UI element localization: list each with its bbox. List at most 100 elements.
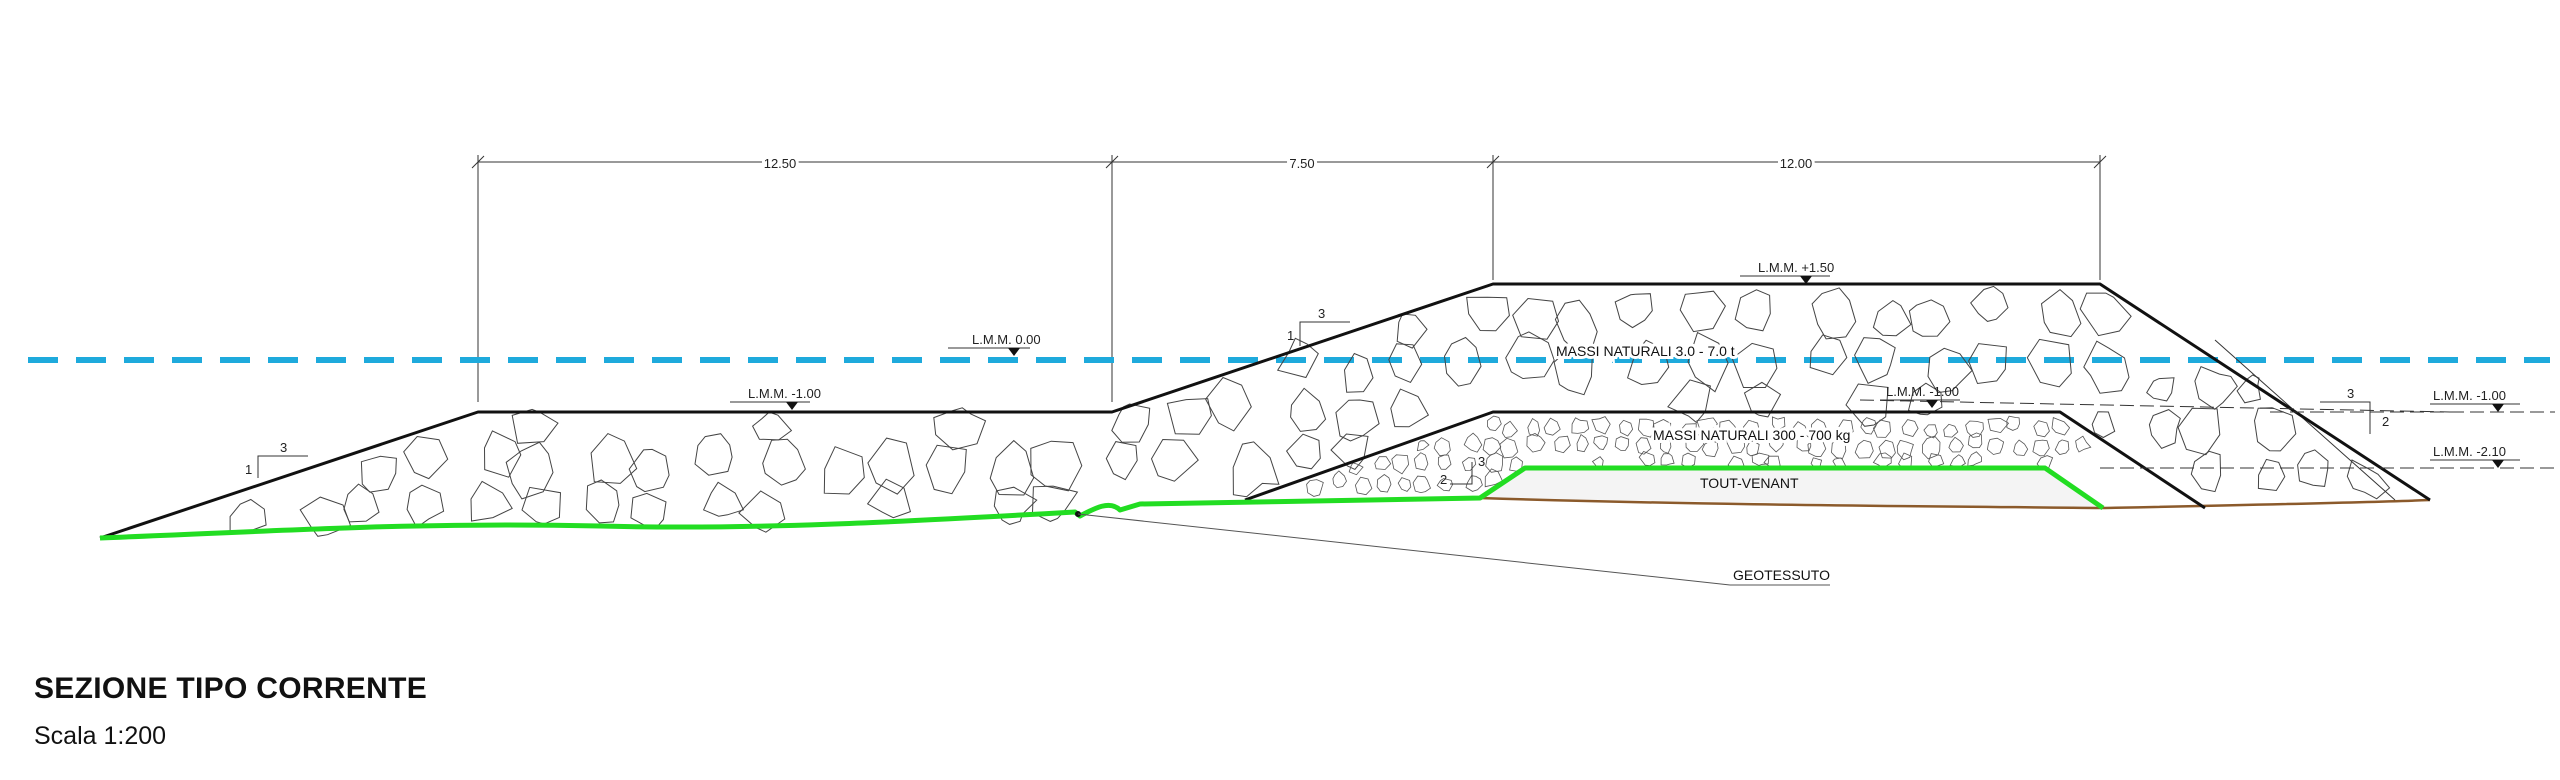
- armour-stone: [1388, 343, 1423, 384]
- filter-stone: [1948, 436, 1964, 453]
- filter-stone: [1696, 417, 1718, 432]
- slope-right-run: 3: [2347, 386, 2354, 401]
- armour-stone: [1872, 299, 1912, 337]
- filter-stone: [1433, 437, 1451, 457]
- armour-stone: [1150, 438, 1199, 482]
- level-marker-right-1: L.M.M. -1.00: [2270, 388, 2555, 413]
- armour-stone: [738, 490, 786, 533]
- armour-stone: [823, 446, 865, 495]
- filter-stone: [1412, 475, 1431, 494]
- filter-stone: [2032, 439, 2050, 457]
- svg-text:L.M.M. +1.50: L.M.M. +1.50: [1758, 260, 1834, 275]
- slope-indicator-inner: [1450, 462, 1473, 485]
- filter-stone: [1348, 462, 1364, 476]
- armour-stone: [1396, 313, 1428, 349]
- filter-stone: [2054, 439, 2070, 455]
- armour-stone: [751, 411, 793, 441]
- filter-stone: [2033, 420, 2050, 438]
- armour-stone: [2346, 459, 2391, 500]
- filter-stone: [1652, 419, 1672, 438]
- dimension-label-middle: 7.50: [1289, 156, 1314, 171]
- filter-stone: [1391, 454, 1410, 475]
- filter-stone: [1397, 477, 1412, 492]
- armour-stone: [1290, 387, 1327, 432]
- slope-left-rise: 1: [245, 462, 252, 477]
- core-area: [1480, 468, 2103, 508]
- armour-stone: [2040, 288, 2082, 338]
- armour-stone: [1687, 331, 1729, 393]
- armour-stone: [1667, 379, 1711, 424]
- filter-stone: [2006, 415, 2020, 431]
- armour-stone: [2146, 377, 2175, 402]
- armour-stone: [2177, 407, 2221, 456]
- filter-stone: [1986, 437, 2005, 455]
- level-marker-top: L.M.M. +1.50: [1740, 260, 1834, 284]
- slope-inner-run: 3: [1478, 454, 1485, 469]
- armour-stone: [1614, 293, 1653, 329]
- armour-stone: [406, 484, 445, 529]
- filter-stone: [1987, 418, 2010, 434]
- armour-stone: [933, 407, 987, 451]
- armour-stone: [521, 486, 562, 525]
- filter-stone: [1967, 451, 1982, 467]
- filter-stone: [1901, 419, 1919, 437]
- filter-stone: [1725, 433, 1746, 454]
- filter-stone: [1872, 419, 1891, 438]
- filter-stone: [1437, 454, 1452, 470]
- armour-stone: [1553, 345, 1593, 396]
- filter-stone: [1967, 432, 1983, 449]
- armour-stone: [1809, 334, 1848, 376]
- filter-stone: [1463, 432, 1483, 453]
- armour-stone: [2253, 407, 2297, 452]
- armour-stone: [1105, 441, 1138, 481]
- slope-indicator-left: [257, 455, 308, 478]
- filter-stone: [1413, 452, 1429, 471]
- filter-stone: [2013, 439, 2029, 456]
- filter-stone: [1763, 455, 1781, 468]
- slope-indicator-right: [2320, 401, 2371, 434]
- armour-stone: [2190, 450, 2222, 493]
- filter-stone: [1701, 440, 1719, 458]
- filter-stone: [1614, 436, 1630, 451]
- armour-stone: [925, 444, 967, 495]
- filter-stone: [1751, 452, 1770, 466]
- armour-stone: [694, 433, 733, 476]
- armour-stone: [2194, 365, 2238, 410]
- level-marker-right-2: L.M.M. -2.10: [2100, 444, 2555, 469]
- armour-stone: [2148, 409, 2181, 450]
- filter-stone: [1619, 419, 1634, 437]
- armour-stone: [866, 478, 912, 519]
- svg-text:L.M.M. -1.00: L.M.M. -1.00: [1886, 384, 1959, 399]
- armour-stone: [1443, 336, 1482, 387]
- filter-stone: [1860, 417, 1877, 435]
- armour-stone: [867, 437, 915, 495]
- filter-stone: [1792, 421, 1809, 438]
- armour-stone: [1205, 376, 1252, 432]
- filter-stone: [1838, 419, 1854, 437]
- filter-stone: [1571, 417, 1590, 434]
- armour-stone: [1845, 383, 1889, 427]
- filter-stone: [1854, 439, 1874, 459]
- filter-stone: [1796, 433, 1812, 452]
- filter-stone: [1576, 433, 1589, 453]
- armour-stone: [993, 486, 1038, 525]
- armour-stone: [511, 408, 559, 444]
- filter-stone: [1660, 453, 1675, 466]
- armour-stone: [1166, 398, 1212, 435]
- armour-stone: [343, 483, 380, 523]
- filter-stone: [1332, 470, 1347, 489]
- filter-stone: [1685, 431, 1705, 452]
- armour-stone: [2297, 449, 2329, 487]
- armour-layer-label: MASSI NATURALI 3.0 - 7.0 t: [1556, 343, 1735, 359]
- armour-stone: [2257, 458, 2286, 492]
- armour-stone: [1908, 299, 1951, 337]
- filter-stone: [1593, 435, 1609, 450]
- filter-stone: [1718, 419, 1739, 441]
- filter-stone: [1461, 457, 1477, 472]
- slope-left-run: 3: [280, 440, 287, 455]
- armour-stone: [1927, 347, 1973, 394]
- filter-stone: [1484, 468, 1503, 488]
- armour-stone: [585, 479, 620, 524]
- dimension-lines: [471, 155, 2107, 402]
